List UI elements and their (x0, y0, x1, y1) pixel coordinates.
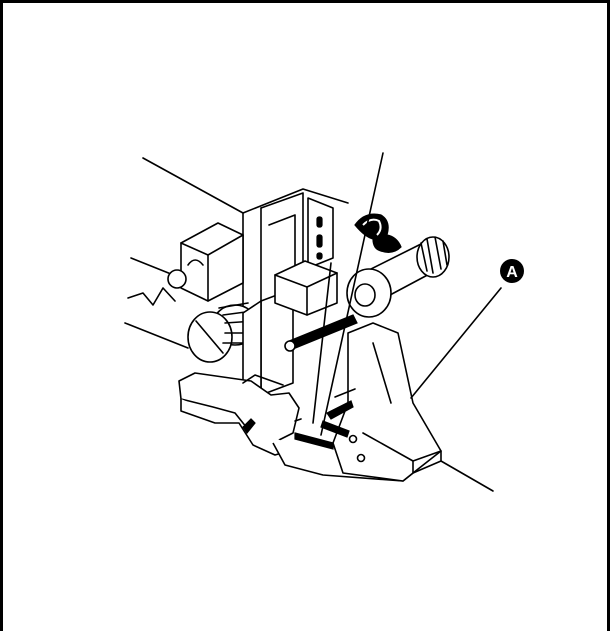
callout-leader (410, 287, 502, 399)
adjustment-knob-right (346, 236, 450, 318)
foot-details (242, 388, 366, 463)
tension-box (167, 222, 244, 302)
machine-head (124, 157, 349, 349)
needle-thread (320, 152, 384, 436)
needle (312, 262, 332, 424)
presser-foot-illustration: A (124, 152, 524, 492)
head-slots (316, 216, 323, 260)
callout-letter: A (506, 264, 518, 281)
callout-a: A (500, 259, 524, 283)
presser-foot (178, 322, 442, 482)
fabric-edge-line (440, 460, 494, 492)
callout-badge (500, 259, 524, 283)
